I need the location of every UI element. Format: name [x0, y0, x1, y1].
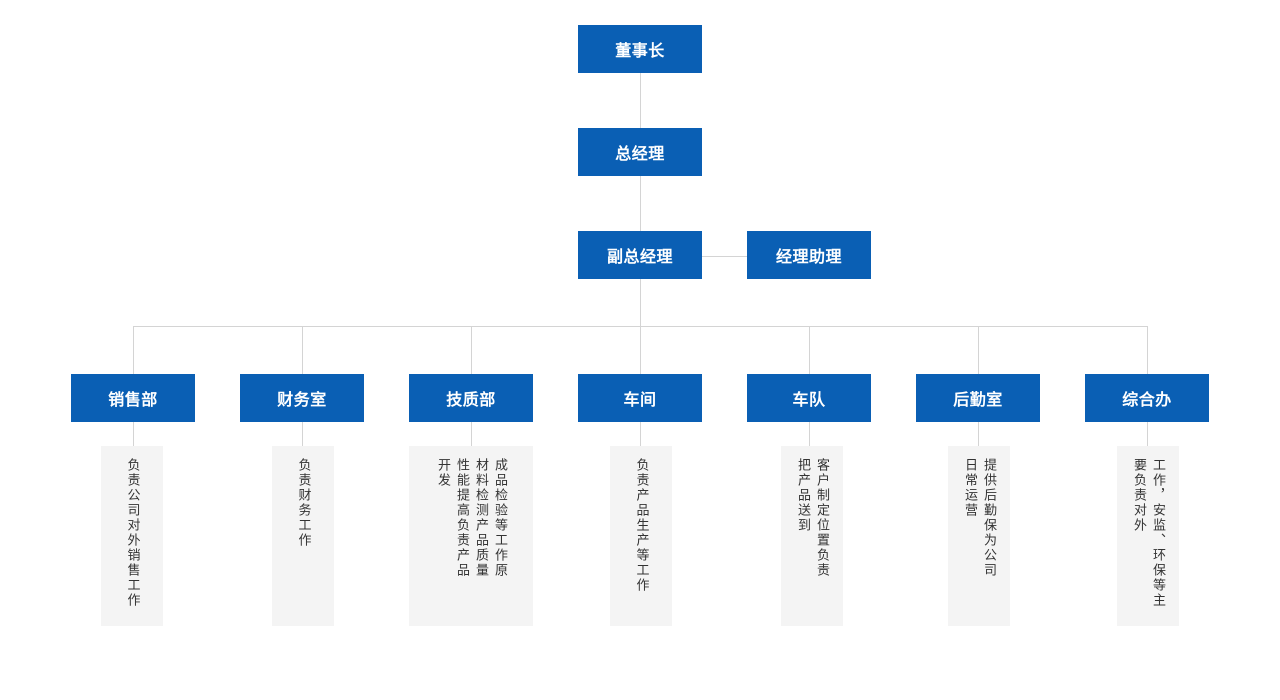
chairman-box: 董事长 [578, 25, 702, 73]
dept-tech-quality-desc-text: 成品检验等工作原材料检测产品质量性能提高负责产品开发 [435, 458, 507, 578]
assistant-box: 经理助理 [747, 231, 871, 279]
dept-workshop-box: 车间 [578, 374, 702, 422]
dept-sales-desc-text: 负责公司对外销售工作 [124, 458, 140, 608]
dept-workshop-desc-text: 负责产品生产等工作 [633, 458, 649, 593]
connector-deputy-to-assistant [702, 256, 747, 257]
dept-sales-desc: 负责公司对外销售工作 [101, 446, 163, 626]
dept-finance-box: 财务室 [240, 374, 364, 422]
general-manager-box: 总经理 [578, 128, 702, 176]
dept-fleet-desc: 客户制定位置负责把产品送到 [781, 446, 843, 626]
dept-tech-quality-desc: 成品检验等工作原材料检测产品质量性能提高负责产品开发 [409, 446, 533, 626]
dept-finance-desc: 负责财务工作 [272, 446, 334, 626]
dept-general-office-desc: 工作，安监、环保等主要负责对外 [1117, 446, 1179, 626]
dept-general-office-desc-text: 工作，安监、环保等主要负责对外 [1131, 458, 1165, 608]
dept-sales-box: 销售部 [71, 374, 195, 422]
dept-logistics-desc: 提供后勤保为公司日常运营 [948, 446, 1010, 626]
connector-chairman-to-bottom [640, 73, 641, 326]
dept-finance-desc-text: 负责财务工作 [295, 458, 311, 548]
dept-logistics-box: 后勤室 [916, 374, 1040, 422]
dept-tech-quality-box: 技质部 [409, 374, 533, 422]
dept-fleet-box: 车队 [747, 374, 871, 422]
deputy-gm-box: 副总经理 [578, 231, 702, 279]
dept-logistics-desc-text: 提供后勤保为公司日常运营 [962, 458, 996, 578]
dept-general-office-box: 综合办 [1085, 374, 1209, 422]
dept-fleet-desc-text: 客户制定位置负责把产品送到 [795, 458, 829, 578]
dept-workshop-desc: 负责产品生产等工作 [610, 446, 672, 626]
